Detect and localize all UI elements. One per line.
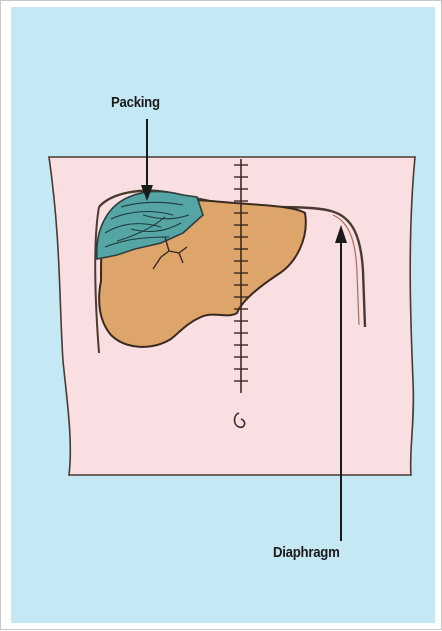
packing-label: Packing <box>111 94 160 111</box>
diaphragm-label: Diaphragm <box>273 544 340 561</box>
